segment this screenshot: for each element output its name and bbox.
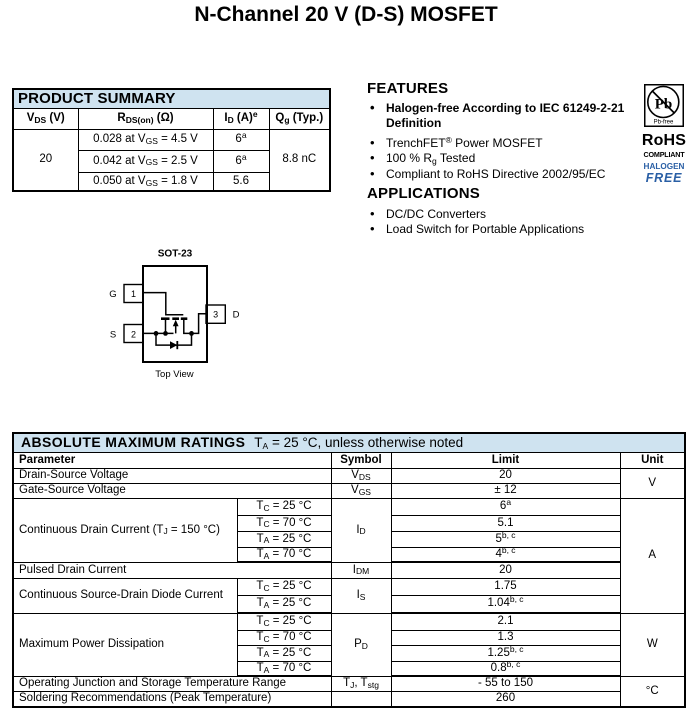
svg-text:S: S [110, 329, 116, 340]
svg-text:Pb: Pb [655, 96, 673, 112]
svg-text:D: D [233, 310, 240, 321]
svg-text:Pb-free: Pb-free [654, 119, 674, 125]
svg-text:2: 2 [131, 329, 136, 339]
svg-text:Top View: Top View [155, 369, 194, 380]
svg-text:SOT-23: SOT-23 [158, 248, 193, 259]
svg-text:3: 3 [213, 310, 218, 320]
svg-text:1: 1 [131, 289, 136, 299]
svg-text:G: G [109, 289, 116, 300]
